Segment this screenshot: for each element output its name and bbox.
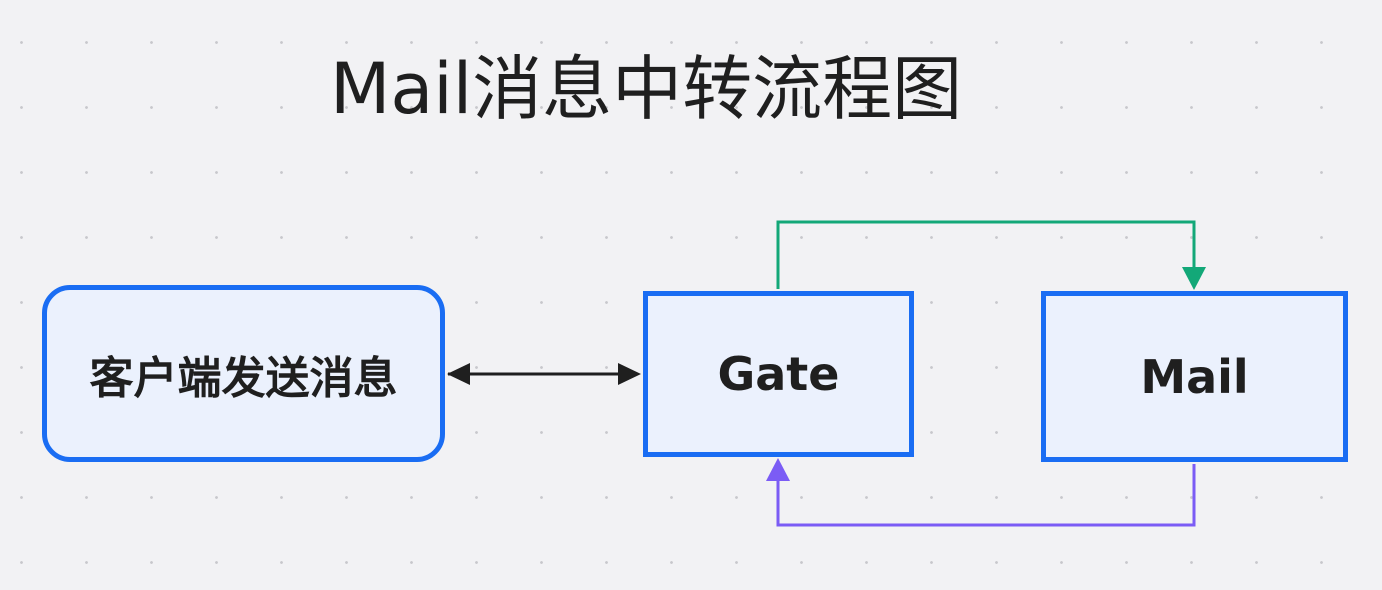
node-client-send-message[interactable]: 客户端发送消息 [42, 285, 445, 462]
node-gate-label: Gate [717, 347, 840, 401]
diagram-title: Mail消息中转流程图 [330, 48, 963, 130]
arrowhead-down [1182, 267, 1206, 290]
node-mail-label: Mail [1140, 349, 1249, 404]
arrowhead-right [618, 363, 641, 385]
arrowhead-left [447, 363, 470, 385]
edge-client-gate[interactable] [447, 363, 641, 385]
node-mail[interactable]: Mail [1041, 291, 1348, 462]
node-gate[interactable]: Gate [643, 291, 914, 457]
edge-mail-to-gate[interactable] [766, 458, 1196, 527]
arrowhead-up [766, 458, 790, 481]
edge-gate-to-mail[interactable] [776, 220, 1206, 290]
node-client-label: 客户端发送消息 [89, 352, 398, 404]
